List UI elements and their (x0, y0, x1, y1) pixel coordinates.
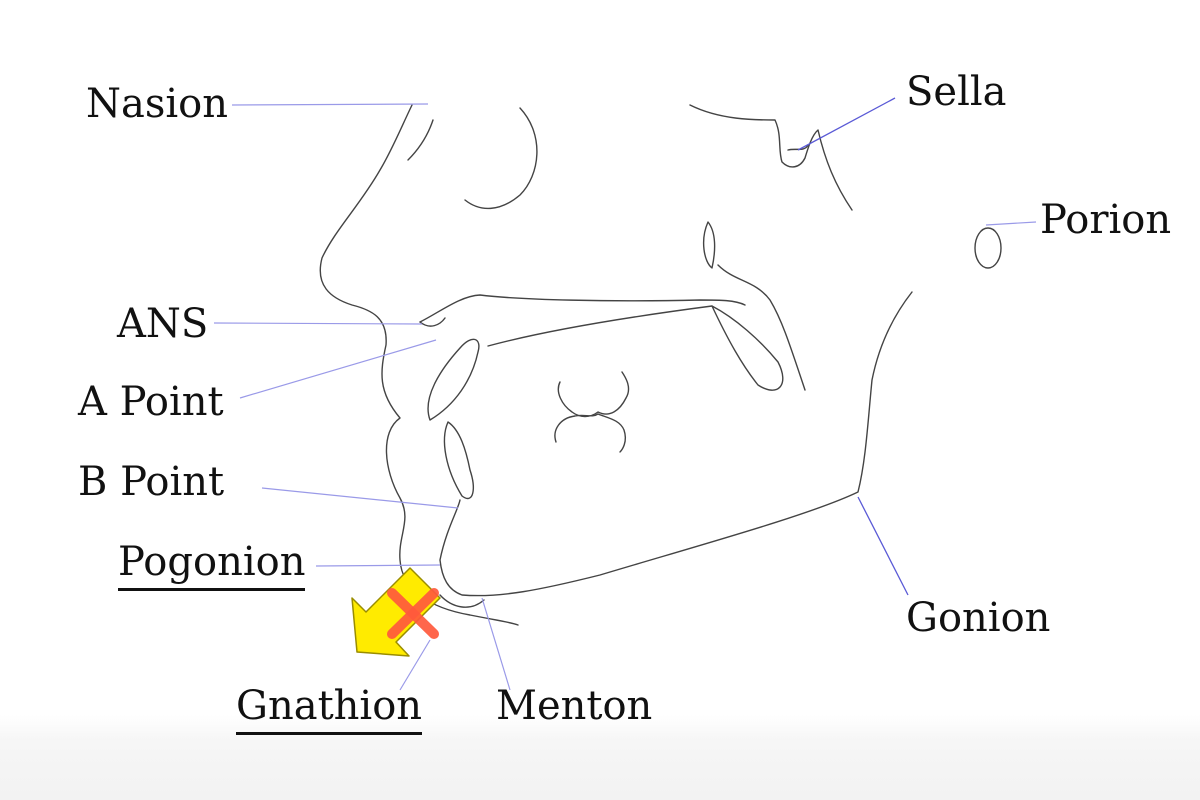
upper-molar (557, 371, 630, 418)
pogonion-label: Pogonion (118, 542, 306, 591)
pterygoid-fissure (702, 221, 716, 269)
upper-incisor (427, 338, 480, 421)
nasal-bone (407, 119, 434, 161)
a-point-leader (239, 339, 437, 399)
menton-leader (481, 597, 511, 691)
cranial-base (689, 104, 853, 211)
gonion-leader (857, 496, 909, 596)
porion-leader (985, 221, 1037, 226)
lower-molar (554, 413, 627, 453)
x-mark-icon (387, 588, 439, 639)
gnathion-label: Gnathion (236, 686, 423, 735)
orbit-outline (464, 107, 538, 210)
nasion-label: Nasion (86, 81, 229, 127)
ear-canal (974, 227, 1002, 269)
a-point-label: A Point (78, 379, 224, 425)
b-point-label: B Point (78, 459, 225, 505)
gonion-label: Gonion (906, 595, 1051, 641)
symphysis-inner (439, 594, 485, 608)
b-point-leader (261, 487, 459, 509)
nasion-leader (231, 103, 429, 106)
arrow-down-left-icon (351, 567, 441, 657)
maxilla-lower-border (487, 305, 784, 391)
bottom-shadow (0, 715, 1200, 800)
lower-incisor (443, 421, 474, 499)
palatal-plane (419, 294, 746, 323)
ans-leader (213, 322, 423, 325)
gnathion-leader (399, 639, 431, 691)
sella-label: Sella (906, 69, 1007, 115)
porion-label: Porion (1040, 197, 1172, 243)
ans-contour (419, 317, 446, 327)
menton-label: Menton (496, 683, 653, 729)
coronoid-process (717, 264, 806, 391)
sella-leader (797, 97, 896, 151)
pogonion-leader (315, 564, 441, 567)
ans-label: ANS (117, 301, 209, 347)
mandibular-ramus (439, 291, 913, 597)
